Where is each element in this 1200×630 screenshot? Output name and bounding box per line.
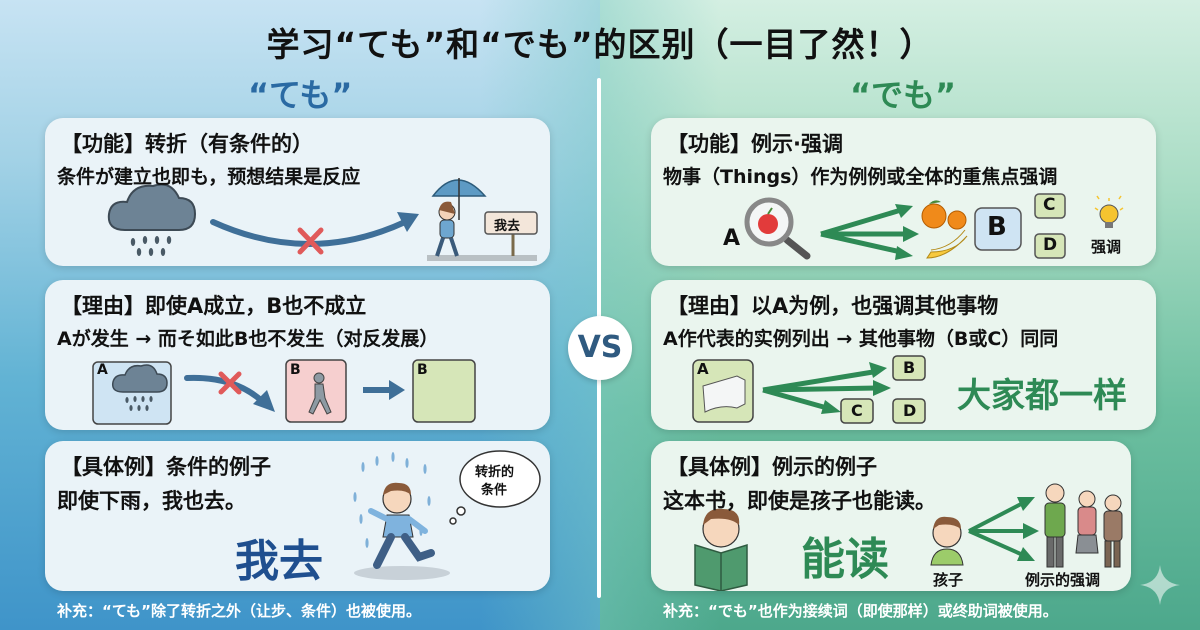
card-title: 【理由】即使A成立，B也不成立 [61, 294, 367, 318]
sign-post [484, 211, 538, 256]
card-subtitle: 即使下雨，我也去。 [57, 489, 246, 513]
right-card-reason: 【理由】以A为例，也强调其他事物 A作代表的实例列出 → 其他事物（B或C）同同… [651, 280, 1156, 430]
big-example-text: 我去 [235, 536, 323, 587]
box-b-label: B [290, 362, 301, 378]
right-column-heading: “でも” [850, 76, 957, 114]
box-d-label: D [903, 401, 917, 420]
left-footer-note: 补充：“ても”除了转折之外（让步、条件）也被使用。 [57, 602, 421, 620]
sign-text: 我去 [494, 219, 521, 234]
page-title: 学习“ても”和“でも”的区别（一目了然！） [266, 25, 934, 64]
shadow [354, 566, 450, 580]
box-b-label: B [903, 358, 916, 377]
box-b-result [412, 359, 476, 423]
everyone-same-text: 大家都一样 [957, 376, 1127, 416]
thought-bubble-line2: 条件 [481, 483, 508, 498]
box-c [840, 398, 874, 424]
fan-arrows-icon [820, 204, 919, 260]
right-card-example: 【具体例】例示的例子 这本书，即使是孩子也能读。 能读 孩子 例示的强调 [651, 441, 1131, 591]
box-d-label: D [1043, 235, 1058, 255]
box-d [892, 398, 926, 424]
example-illustration [353, 450, 541, 580]
box-b [974, 207, 1022, 251]
card-title: 【具体例】例示的例子 [667, 455, 877, 479]
sparkle-icon [1140, 565, 1180, 605]
emphasis-label: 强调 [1091, 238, 1122, 256]
thought-bubble-line1: 转折的 [475, 465, 515, 480]
fan-arrows-icon [762, 362, 891, 414]
ground [427, 255, 537, 261]
box-b-result-label: B [417, 362, 428, 378]
child-label: 孩子 [933, 571, 964, 589]
box-b-label: B [987, 212, 1007, 242]
box-c-label: C [851, 401, 863, 420]
left-card-reason: 【理由】即使A成立，B也不成立 Aが发生 → 而そ如此B也不发生（对反发展） A… [45, 280, 550, 430]
reason-illustration [692, 355, 926, 424]
right-card-function: 【功能】例示·强调 物事（Things）作为例例或全体的重焦点强调 A B C … [651, 118, 1156, 266]
fruit-icons [921, 200, 968, 259]
left-column-heading: “ても” [248, 76, 353, 114]
card-subtitle: 条件が建立也即も，预想结果是反应 [57, 166, 361, 188]
function-illustration [107, 178, 538, 261]
card-title: 【功能】例示·强调 [667, 132, 843, 156]
lightbulb-icon [1094, 195, 1124, 228]
landscape-icon [702, 375, 746, 413]
small-child-icon [930, 516, 964, 566]
function-illustration [744, 193, 1124, 260]
umbrella-person-icon [431, 178, 487, 257]
left-card-example: 【具体例】条件的例子 即使下雨，我也去。 我去 转折的 条件 [45, 441, 550, 591]
card-subtitle: 这本书，即使是孩子也能读。 [663, 489, 936, 513]
card-subtitle: 物事（Things）作为例例或全体的重焦点强调 [663, 166, 1058, 188]
box-a-label: A [97, 362, 108, 378]
walking-person-icon [308, 372, 332, 415]
right-footer-note: 补充：“でも”也作为接续词（即使那样）或终助词被使用。 [663, 602, 1058, 620]
box-c [1034, 193, 1066, 219]
box-d [1034, 233, 1066, 259]
fan-arrows-icon [968, 497, 1039, 561]
can-read-text: 能读 [801, 534, 889, 585]
left-card-function: 【功能】转折（有条件的） 条件が建立也即も，预想结果是反应 我去 [45, 118, 550, 266]
running-boy-icon [368, 482, 435, 569]
box-b [892, 355, 926, 381]
cross-icon [218, 371, 242, 395]
cross-icon [297, 227, 324, 255]
family-icons [1044, 483, 1123, 568]
rain-cloud-icon [107, 183, 197, 256]
card-title: 【具体例】条件的例子 [61, 455, 271, 479]
vs-badge: VS [568, 316, 632, 380]
rain-cloud-icon [111, 364, 168, 393]
card-subtitle: A作代表的实例列出 → 其他事物（B或C）同同 [663, 328, 1059, 350]
magnifier-apple-icon [744, 197, 811, 260]
reading-child-icon [694, 508, 748, 591]
thought-bubble-icon [449, 450, 541, 525]
box-c-label: C [1043, 195, 1056, 215]
label-a: A [723, 226, 741, 251]
card-title: 【理由】以A为例，也强调其他事物 [667, 294, 999, 318]
family-label: 例示的强调 [1025, 571, 1101, 589]
box-a-label: A [697, 360, 709, 378]
card-title: 【功能】转折（有条件的） [61, 132, 313, 156]
reason-illustration [92, 359, 476, 425]
card-subtitle: Aが发生 → 而そ如此B也不发生（对反发展） [57, 328, 439, 350]
example-illustration [694, 483, 1123, 591]
